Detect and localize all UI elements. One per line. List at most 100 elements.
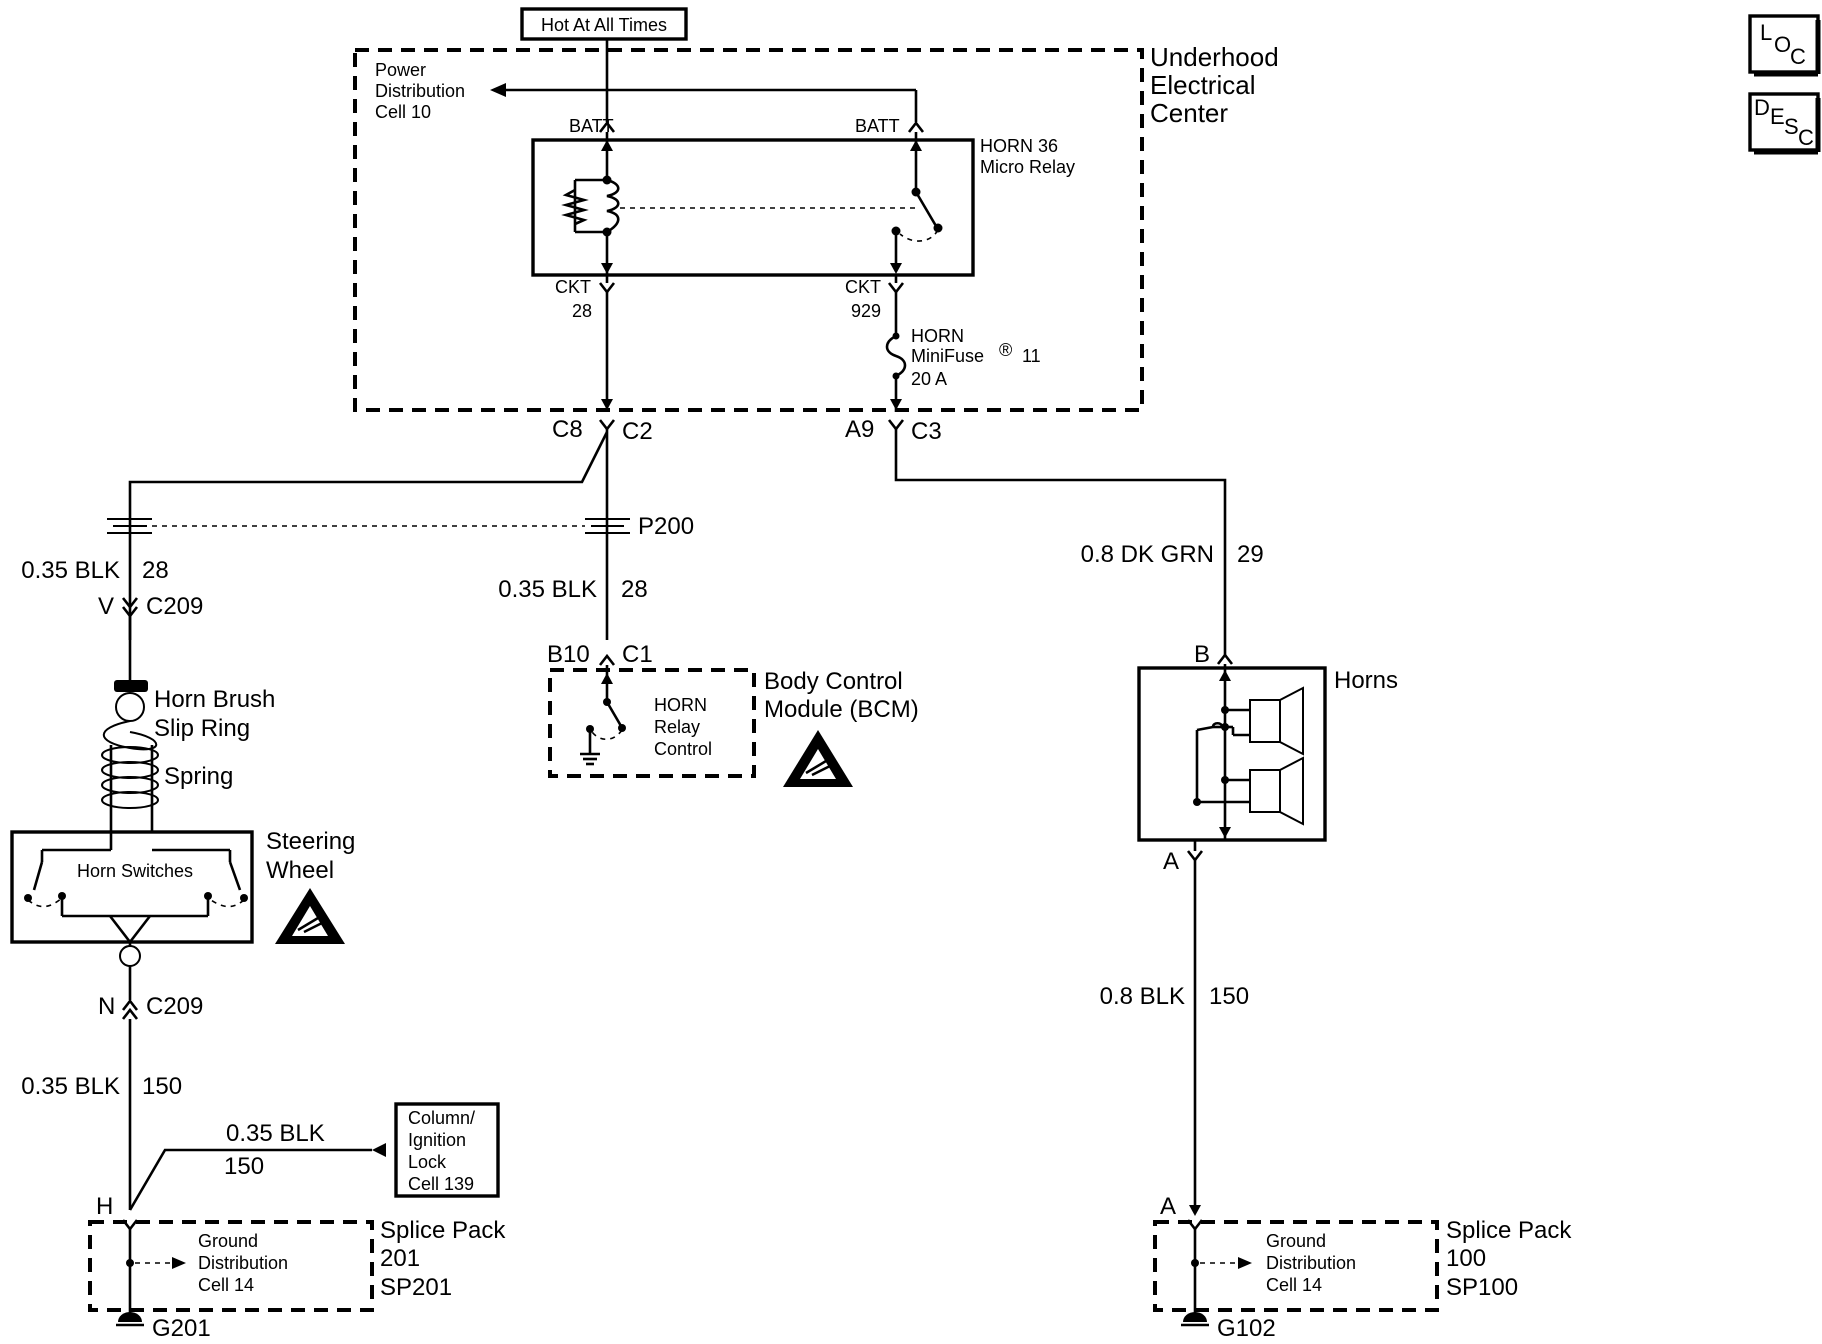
column-lock-label: Column/ Ignition Lock Cell 139 [408, 1108, 475, 1194]
batt-right-label: BATT [855, 116, 900, 136]
wire-right-top-label: 0.8 DK GRN 29 [1081, 541, 1264, 568]
steering-wheel-label: Steering Wheel [266, 828, 355, 884]
svg-text:0.8 DK GRN: 0.8 DK GRN [1081, 541, 1214, 568]
svg-text:HORN 36: HORN 36 [980, 136, 1058, 156]
splice-pack-201-label: Splice Pack 201 SP201 [380, 1217, 506, 1301]
svg-text:Column/: Column/ [408, 1108, 475, 1128]
svg-text:11: 11 [1022, 346, 1041, 366]
svg-text:Horn Brush: Horn Brush [154, 686, 275, 713]
wire-29-to-horns [894, 429, 1227, 655]
svg-text:O: O [1774, 32, 1791, 57]
svg-text:Cell 139: Cell 139 [408, 1174, 474, 1194]
ground-dist-left-label: Ground Distribution Cell 14 [198, 1231, 288, 1295]
svg-text:Electrical: Electrical [1150, 70, 1255, 100]
esd-warning-icon [275, 888, 345, 944]
svg-text:V: V [98, 593, 114, 620]
horns-pin-b-connector-icon [1216, 652, 1234, 665]
c209-top-label: V C209 [98, 593, 203, 620]
svg-text:28: 28 [572, 301, 592, 321]
batt-left-connector-icon [598, 120, 616, 133]
horn-minifuse-icon [885, 334, 907, 378]
a9-label: A9 [845, 416, 874, 443]
svg-text:Cell 14: Cell 14 [1266, 1275, 1322, 1295]
horns-icon [1193, 664, 1304, 840]
svg-text:Micro Relay: Micro Relay [980, 157, 1075, 177]
svg-text:0.35 BLK: 0.35 BLK [226, 1120, 325, 1147]
svg-text:0.35 BLK: 0.35 BLK [21, 1073, 120, 1100]
loc-icon[interactable]: L O C [1748, 14, 1821, 77]
svg-text:28: 28 [621, 576, 648, 603]
svg-text:Lock: Lock [408, 1152, 447, 1172]
svg-text:929: 929 [851, 301, 881, 321]
svg-text:E: E [1770, 104, 1785, 129]
a9-c3-connector-icon [887, 419, 905, 432]
bcm-relay-switch-icon [605, 701, 623, 727]
svg-text:SP201: SP201 [380, 1274, 452, 1301]
horn-relay-box [531, 138, 975, 277]
wire-right-bottom-label: 0.8 BLK 150 [1100, 983, 1249, 1010]
pin-h-label: H [96, 1193, 113, 1220]
svg-text:201: 201 [380, 1245, 420, 1272]
uec-label: Underhood Electrical Center [1150, 42, 1279, 128]
svg-text:Relay: Relay [654, 717, 700, 737]
svg-text:Power: Power [375, 60, 426, 80]
svg-text:D: D [1754, 95, 1770, 120]
horns-label: Horns [1334, 667, 1398, 694]
horns-pin-a-connector-icon [1186, 850, 1204, 863]
sp100-pin-a-label: A [1160, 1193, 1176, 1220]
horns-box [1137, 666, 1327, 842]
svg-text:Body Control: Body Control [764, 668, 903, 695]
svg-text:Distribution: Distribution [198, 1253, 288, 1273]
p200-splice-icon [107, 518, 630, 534]
svg-text:®: ® [999, 340, 1012, 360]
wire-28-to-steering [128, 431, 609, 640]
c209-bottom-label: N C209 [98, 993, 203, 1020]
fuse-label: HORN MiniFuse ® 11 20 A [911, 326, 1041, 389]
c209-bottom-connector-icon [121, 998, 139, 1011]
bcm-connector-label: B10 C1 [547, 641, 653, 668]
bcm-esd-warning-icon [783, 730, 853, 787]
svg-text:N: N [98, 993, 115, 1020]
spring-icon [101, 720, 159, 832]
relay-switch-blade-icon [914, 191, 938, 227]
column-ignition-lock-box [394, 1102, 500, 1198]
desc-icon[interactable]: D E S C [1748, 92, 1821, 155]
svg-text:HORN: HORN [911, 326, 964, 346]
splice-pack-100-box [1153, 1220, 1439, 1312]
svg-text:C209: C209 [146, 993, 203, 1020]
svg-text:20 A: 20 A [911, 369, 947, 389]
svg-text:S: S [1784, 114, 1799, 139]
svg-text:0.35 BLK: 0.35 BLK [21, 557, 120, 584]
ckt929-label: CKT 929 [845, 277, 881, 321]
ground-g201-icon [116, 1312, 144, 1327]
relay-coil-icon [606, 178, 620, 234]
splice-pack-100-label: Splice Pack 100 SP100 [1446, 1217, 1572, 1301]
horn-switches-icon [24, 832, 248, 943]
ground-g102-icon [1181, 1312, 1209, 1327]
bcm-box [548, 668, 756, 778]
svg-text:Underhood: Underhood [1150, 42, 1279, 72]
horns-pin-b-label: B [1194, 641, 1210, 668]
svg-text:MiniFuse: MiniFuse [911, 346, 984, 366]
uec-enclosure [353, 48, 1144, 412]
power-distribution-arrow [490, 83, 506, 97]
svg-text:C: C [1790, 44, 1806, 69]
bcm-relay-control-label: HORN Relay Control [654, 695, 712, 759]
wire-left-bottom-label: 0.35 BLK 150 [21, 1073, 182, 1100]
svg-text:CKT: CKT [845, 277, 881, 297]
svg-text:Cell 14: Cell 14 [198, 1275, 254, 1295]
splice-pack-201-box [88, 1220, 374, 1312]
resistor-icon [561, 188, 589, 226]
svg-text:Splice Pack: Splice Pack [380, 1217, 506, 1244]
c3-label: C3 [911, 418, 942, 445]
spring-label: Spring [164, 763, 233, 790]
svg-text:C1: C1 [622, 641, 653, 668]
svg-text:HORN: HORN [654, 695, 707, 715]
svg-text:Steering: Steering [266, 828, 355, 855]
svg-text:Distribution: Distribution [1266, 1253, 1356, 1273]
g201-label: G201 [152, 1315, 211, 1342]
svg-text:150: 150 [224, 1153, 264, 1180]
hot-at-all-times-box: Hot At All Times [520, 7, 688, 41]
batt-left-label: BATT [569, 116, 614, 136]
horn-switches-label: Horn Switches [77, 861, 193, 881]
